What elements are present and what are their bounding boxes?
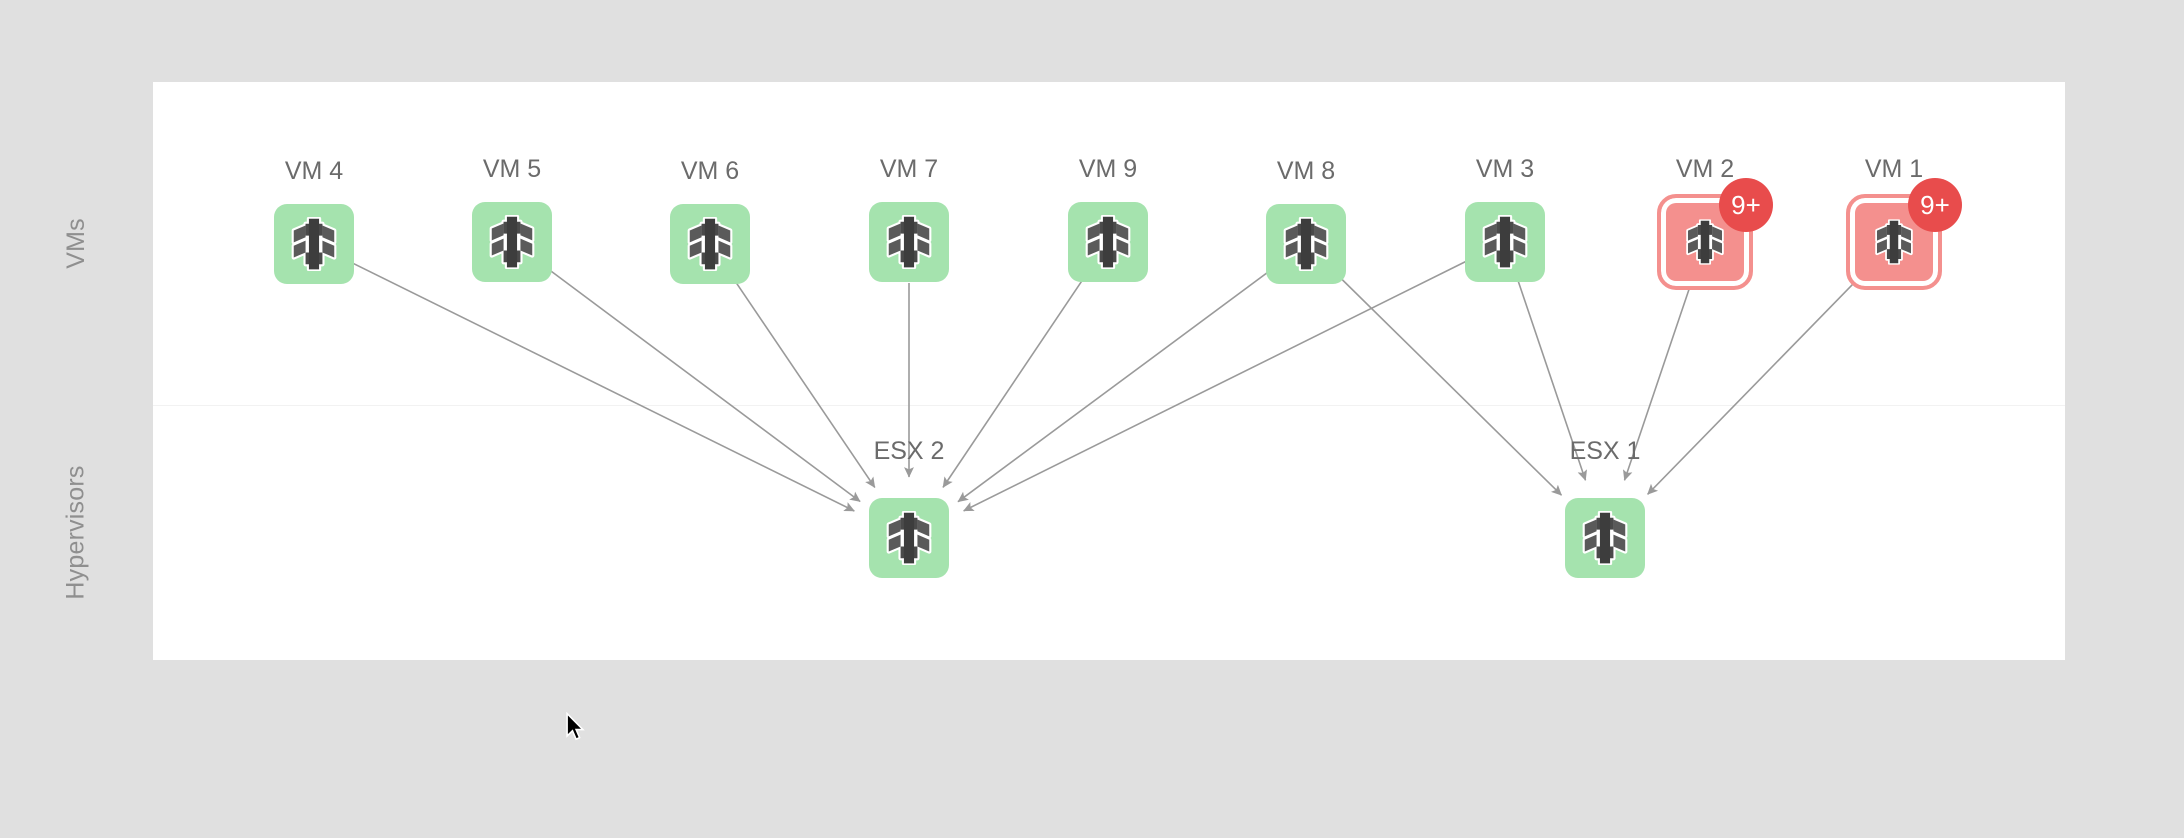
node-label-esx2: ESX 2	[873, 437, 945, 465]
node-label-vm3: VM 3	[1475, 155, 1535, 183]
node-box-vm5[interactable]	[472, 202, 552, 282]
node-box-vm7[interactable]	[869, 202, 949, 282]
server-icon	[1875, 219, 1913, 265]
node-box-vm1[interactable]	[1846, 194, 1942, 290]
graph-node-vm5[interactable]: VM 5	[462, 155, 562, 292]
node-label-esx1: ESX 1	[1569, 437, 1641, 465]
node-label-vm2: VM 2	[1675, 155, 1735, 183]
mouse-cursor	[566, 712, 585, 741]
server-icon	[1482, 215, 1528, 269]
node-label-vm8: VM 8	[1276, 157, 1336, 185]
graph-node-vm4[interactable]: VM 4	[264, 157, 364, 294]
server-icon	[886, 215, 932, 269]
server-icon	[687, 217, 733, 271]
node-label-vm7: VM 7	[879, 155, 939, 183]
server-icon	[1686, 219, 1724, 265]
node-label-vm6: VM 6	[680, 157, 740, 185]
graph-node-esx1[interactable]: ESX 1	[1555, 437, 1655, 588]
server-icon	[886, 511, 932, 565]
graph-node-vm6[interactable]: VM 6	[660, 157, 760, 294]
server-icon	[291, 217, 337, 271]
swimlane-label-vms: VMs	[0, 82, 153, 405]
alert-badge-vm2[interactable]: 9+	[1719, 178, 1773, 232]
graph-node-vm8[interactable]: VM 8	[1256, 157, 1356, 294]
node-box-vm6[interactable]	[670, 204, 750, 284]
swimlane-label-hypervisors: Hypervisors	[0, 405, 153, 660]
server-icon	[1085, 215, 1131, 269]
server-icon	[489, 215, 535, 269]
node-box-vm9[interactable]	[1068, 202, 1148, 282]
alert-badge-vm1[interactable]: 9+	[1908, 178, 1962, 232]
node-label-vm1: VM 1	[1864, 155, 1924, 183]
node-box-vm8[interactable]	[1266, 204, 1346, 284]
server-icon	[1582, 511, 1628, 565]
node-label-vm4: VM 4	[284, 157, 344, 185]
node-box-vm3[interactable]	[1465, 202, 1545, 282]
swimlane-label-hypervisors-text: Hypervisors	[61, 465, 90, 600]
swimlane-label-vms-text: VMs	[61, 218, 90, 269]
node-box-vm2[interactable]	[1657, 194, 1753, 290]
node-label-vm9: VM 9	[1078, 155, 1138, 183]
node-label-vm5: VM 5	[482, 155, 542, 183]
node-box-vm4[interactable]	[274, 204, 354, 284]
node-box-esx2[interactable]	[869, 498, 949, 578]
graph-node-vm9[interactable]: VM 9	[1058, 155, 1158, 292]
node-box-esx1[interactable]	[1565, 498, 1645, 578]
swimlane-divider	[153, 405, 2065, 406]
graph-node-vm3[interactable]: VM 3	[1455, 155, 1555, 292]
graph-node-vm7[interactable]: VM 7	[859, 155, 959, 292]
server-icon	[1283, 217, 1329, 271]
graph-node-esx2[interactable]: ESX 2	[859, 437, 959, 588]
